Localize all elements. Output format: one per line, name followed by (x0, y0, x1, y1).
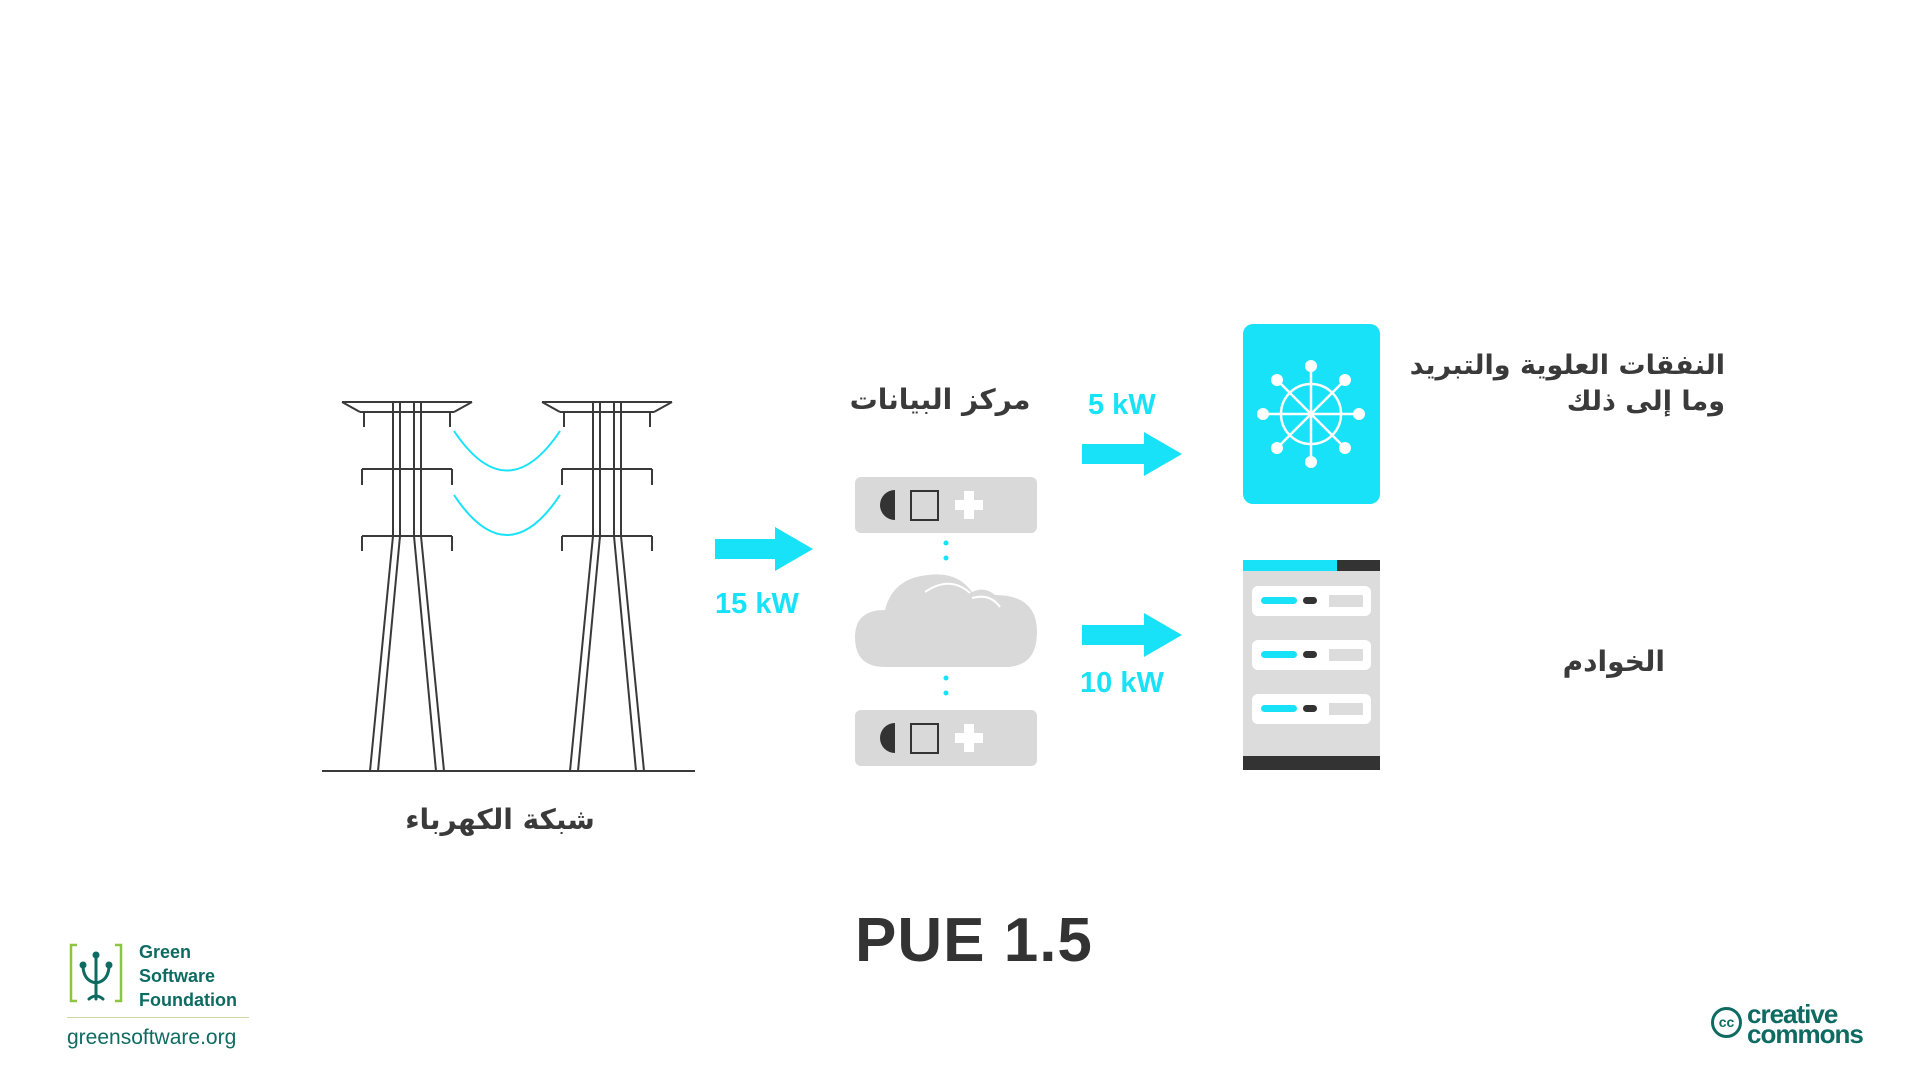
arrow-to-overhead-icon (1082, 432, 1182, 476)
overhead-label-line1: النفقات العلوية والتبريد (1409, 350, 1725, 381)
arrow-to-servers-icon (1082, 613, 1182, 657)
gsf-divider (67, 1017, 249, 1018)
grid-label: شبكة الكهرباء (405, 803, 595, 836)
green-software-foundation-logo-icon (69, 943, 123, 1003)
datacenter-label: مركز البيانات (849, 383, 1031, 416)
cc-line1: creative (1747, 999, 1838, 1029)
gsf-org-name: Green Software Foundation (139, 940, 237, 1012)
gsf-url-link[interactable]: greensoftware.org (67, 1026, 237, 1049)
gsf-line2: Software (139, 966, 216, 986)
pue-value: PUE 1.5 (855, 906, 1093, 975)
overhead-label: النفقات العلوية والتبريد وما إلى ذلك (1360, 348, 1725, 420)
creative-commons-wordmark: creative commons (1747, 999, 1864, 1049)
cooling-overhead-icon (1243, 324, 1380, 504)
overhead-label-line2: وما إلى ذلك (1566, 386, 1725, 417)
creative-commons-icon: cc (1711, 1007, 1742, 1038)
servers-icon (1243, 560, 1380, 770)
arrow-grid-to-datacenter-icon (715, 527, 813, 571)
gsf-line3: Foundation (139, 990, 237, 1010)
datacenter-icon (855, 477, 1037, 766)
flow-to-servers: 10 kW (1080, 667, 1164, 699)
gsf-line1: Green (139, 942, 192, 962)
flow-to-overhead: 5 kW (1088, 389, 1156, 421)
cc-line2: commons (1747, 1019, 1864, 1049)
power-grid-towers-icon (322, 401, 695, 772)
flow-grid-to-datacenter: 15 kW (715, 588, 799, 620)
servers-label: الخوادم (1562, 645, 1665, 678)
